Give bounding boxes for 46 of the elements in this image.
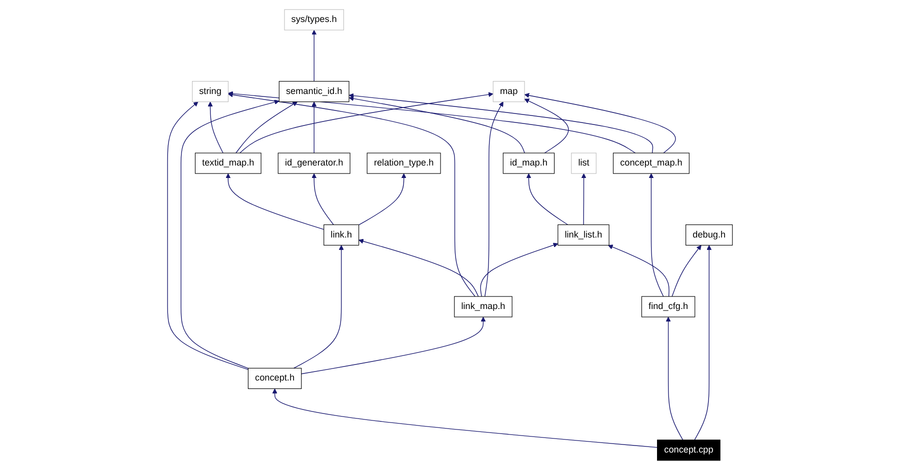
arrow bbox=[348, 93, 654, 154]
arrow bbox=[236, 102, 298, 154]
arrow bbox=[484, 102, 504, 297]
arrow bbox=[608, 244, 670, 297]
node-box: id_generator.h bbox=[278, 152, 350, 174]
arrow bbox=[228, 92, 476, 297]
node-box: concept_map.h bbox=[612, 152, 690, 174]
arrow bbox=[694, 245, 712, 440]
arrow bbox=[272, 388, 658, 448]
arrow bbox=[480, 242, 558, 297]
arrow bbox=[312, 102, 317, 154]
arrow bbox=[208, 102, 224, 154]
node-box: concept.h bbox=[248, 368, 302, 389]
arrow bbox=[293, 245, 344, 369]
arrow bbox=[524, 92, 676, 154]
arrow bbox=[301, 316, 486, 374]
node-box: semantic_id.h bbox=[278, 81, 350, 102]
arrow bbox=[312, 30, 317, 82]
node-box: debug.h bbox=[686, 224, 733, 246]
arrow bbox=[581, 173, 586, 226]
arrow bbox=[312, 173, 334, 226]
node-box: list bbox=[571, 152, 596, 174]
arrow bbox=[240, 92, 494, 154]
node-box: sys/types.h bbox=[284, 9, 344, 30]
node-box: map bbox=[492, 81, 525, 102]
node-box: relation_type.h bbox=[366, 152, 441, 174]
arrow bbox=[180, 100, 280, 369]
arrow bbox=[358, 173, 406, 226]
arrow bbox=[348, 96, 526, 154]
node-box: id_map.h bbox=[502, 152, 555, 174]
arrow bbox=[228, 91, 636, 154]
node-box: link_map.h bbox=[454, 296, 512, 318]
arrow bbox=[666, 316, 684, 440]
arrow bbox=[526, 173, 568, 226]
node-box: textid_map.h bbox=[194, 152, 262, 174]
node-box: link.h bbox=[324, 224, 360, 246]
node-box: link_list.h bbox=[558, 224, 610, 246]
arrow bbox=[672, 245, 702, 297]
arrow bbox=[648, 173, 664, 297]
node-box: string bbox=[192, 81, 229, 102]
arrow bbox=[358, 238, 479, 297]
node-box: concept.cpp bbox=[657, 440, 720, 461]
arrow bbox=[524, 98, 569, 154]
arrow bbox=[167, 102, 249, 370]
arrow bbox=[226, 173, 324, 230]
node-box: find_cfg.h bbox=[641, 296, 696, 318]
